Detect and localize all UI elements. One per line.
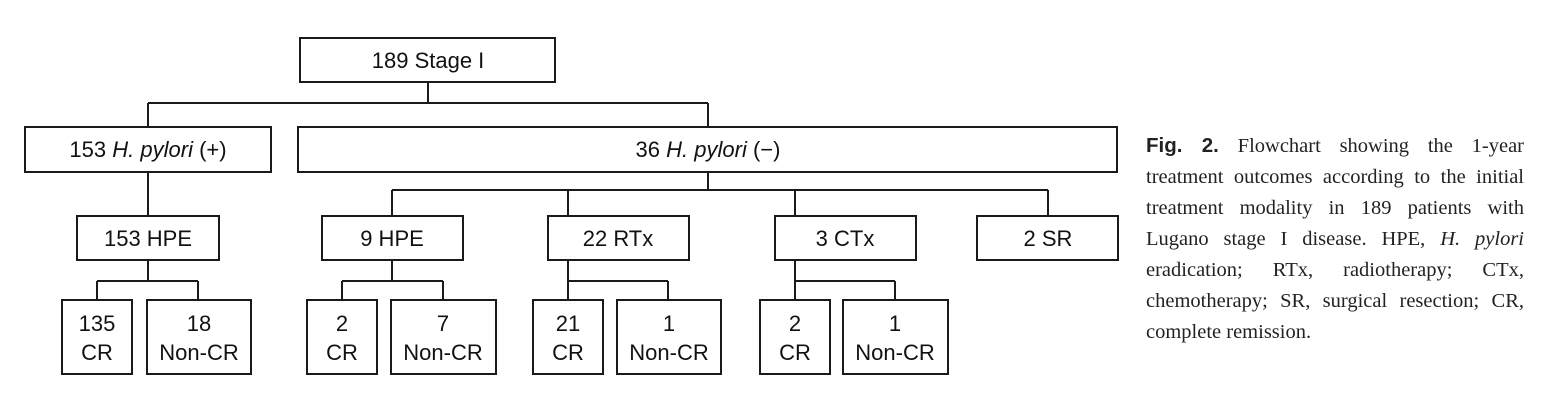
rtx-node: 22 RTx <box>547 215 690 261</box>
positive-cr-node: 135 CR <box>61 299 133 375</box>
positive-cr-count: 135 <box>79 311 116 336</box>
rtx-cr-node: 21 CR <box>532 299 604 375</box>
positive-hpe-node: 153 HPE <box>76 215 220 261</box>
hpe-noncr-count: 7 <box>437 311 449 336</box>
figure-caption: Fig. 2. Flowchart showing the 1-year tre… <box>1146 130 1524 348</box>
hpe-cr-label: CR <box>326 340 358 365</box>
negative-count: 36 <box>636 137 660 162</box>
negative-sign: (−) <box>753 137 781 162</box>
rtx-cr-count: 21 <box>556 311 580 336</box>
svg-text:189 Stage I: 189 Stage I <box>372 48 485 73</box>
hpylori-positive-node: 153 H. pylori (+) <box>24 126 272 173</box>
root-count: 189 <box>372 48 409 73</box>
hpylori-negative-node: 36 H. pylori (−) <box>297 126 1118 173</box>
hpe-noncr-label: Non-CR <box>403 340 482 365</box>
positive-noncr-node: 18 Non-CR <box>146 299 252 375</box>
rtx-label: 22 RTx <box>583 226 654 251</box>
svg-text:36 H. pylori (−): 36 H. pylori (−) <box>636 137 781 162</box>
root-node: 189 Stage I <box>299 37 556 83</box>
ctx-cr-count: 2 <box>789 311 801 336</box>
positive-cr-label: CR <box>81 340 113 365</box>
ctx-label: 3 CTx <box>816 226 875 251</box>
hpe-noncr-node: 7 Non-CR <box>390 299 497 375</box>
sr-label: 2 SR <box>1024 226 1073 251</box>
rtx-noncr-label: Non-CR <box>629 340 708 365</box>
ctx-noncr-node: 1 Non-CR <box>842 299 949 375</box>
ctx-noncr-label: Non-CR <box>855 340 934 365</box>
ctx-noncr-count: 1 <box>889 311 901 336</box>
caption-italic-organism: H. pylori <box>1440 228 1524 250</box>
positive-sign: (+) <box>199 137 227 162</box>
positive-noncr-label: Non-CR <box>159 340 238 365</box>
treatment-flowchart: 189 Stage I 153 H. pylori (+) 36 H. pylo… <box>24 37 1119 375</box>
rtx-noncr-node: 1 Non-CR <box>616 299 722 375</box>
caption-text-part-2: eradication; RTx, radiotherapy; CTx, che… <box>1146 259 1524 343</box>
positive-count: 153 <box>69 137 106 162</box>
positive-noncr-count: 18 <box>187 311 211 336</box>
negative-hpe-label: 9 HPE <box>360 226 424 251</box>
root-label: Stage I <box>415 48 485 73</box>
positive-hpe-label: 153 HPE <box>104 226 192 251</box>
connector-lines <box>96 82 1049 300</box>
negative-hpe-node: 9 HPE <box>321 215 464 261</box>
ctx-cr-label: CR <box>779 340 811 365</box>
svg-text:153 H. pylori (+): 153 H. pylori (+) <box>69 137 226 162</box>
hpe-cr-node: 2 CR <box>306 299 378 375</box>
rtx-noncr-count: 1 <box>663 311 675 336</box>
sr-node: 2 SR <box>976 215 1119 261</box>
negative-organism: H. pylori <box>666 137 748 162</box>
figure-label: Fig. 2. <box>1146 134 1219 157</box>
ctx-node: 3 CTx <box>774 215 917 261</box>
rtx-cr-label: CR <box>552 340 584 365</box>
caption-text-part-1: Flowchart showing the 1-year treatment o… <box>1146 135 1524 250</box>
positive-organism: H. pylori <box>112 137 194 162</box>
ctx-cr-node: 2 CR <box>759 299 831 375</box>
hpe-cr-count: 2 <box>336 311 348 336</box>
